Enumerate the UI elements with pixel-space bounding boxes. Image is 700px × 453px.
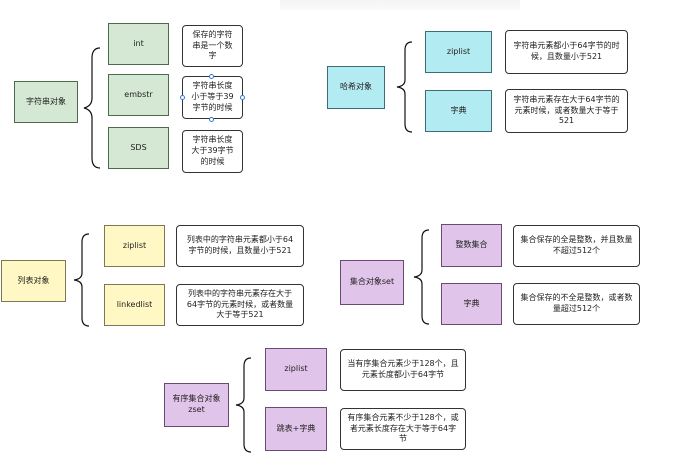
encoding-label: ziplist bbox=[284, 364, 308, 374]
string-int-condition[interactable]: 保存的字符串是一个数字 bbox=[182, 25, 243, 67]
zset-object-node[interactable]: 有序集合对象zset bbox=[164, 383, 229, 427]
hash-encoding-ziplist[interactable]: ziplist bbox=[425, 31, 492, 73]
canvas-top-strip bbox=[280, 0, 520, 10]
string-encoding-embstr[interactable]: embstr bbox=[108, 74, 169, 116]
encoding-label: linkedlist bbox=[116, 299, 153, 309]
string-embstr-condition[interactable]: 字符串长度小于等于39字节的时候 bbox=[182, 76, 243, 119]
encoding-label: 跳表+字典 bbox=[276, 423, 316, 433]
string-object-node[interactable]: 字符串对象 bbox=[14, 81, 78, 123]
encoding-label: 字典 bbox=[450, 105, 467, 115]
zset-ziplist-condition[interactable]: 当有序集合元素少于128个，且元素长度都小于64字节 bbox=[340, 349, 466, 391]
condition-text: 字符串元素存在大于64字节的元素时候，或者数量大于等于521 bbox=[513, 94, 620, 126]
string-object-title: 字符串对象 bbox=[26, 96, 66, 106]
hash-object-node[interactable]: 哈希对象 bbox=[327, 66, 385, 109]
string-encoding-sds[interactable]: SDS bbox=[108, 127, 169, 169]
set-object-brace bbox=[413, 229, 430, 325]
list-object-brace bbox=[73, 233, 90, 327]
encoding-label: 字典 bbox=[463, 298, 480, 308]
string-object-brace bbox=[83, 47, 101, 169]
condition-text: 集合保存的不全是整数，或者数量超过512个 bbox=[520, 293, 633, 313]
condition-text: 列表中的字符串元素都小于64字节的时候，且数量小于521 bbox=[186, 235, 294, 255]
encoding-label: embstr bbox=[124, 89, 153, 99]
condition-text: 集合保存的全是整数，并且数量不超过512个 bbox=[520, 235, 633, 255]
hash-dict-condition[interactable]: 字符串元素存在大于64字节的元素时候，或者数量大于等于521 bbox=[505, 89, 628, 133]
condition-text: 字符串长度大于39字节的时候 bbox=[191, 135, 234, 166]
encoding-label: ziplist bbox=[446, 46, 471, 56]
condition-text: 字符串元素都小于64字节的时候，且数量小于521 bbox=[513, 41, 620, 61]
condition-text: 列表中的字符串元素存在大于64字节的元素时候，或者数量大于等于521 bbox=[186, 288, 294, 320]
zset-object-brace bbox=[235, 357, 252, 453]
encoding-label: 整数集合 bbox=[455, 240, 488, 250]
set-encoding-intset[interactable]: 整数集合 bbox=[441, 224, 502, 267]
encoding-label: int bbox=[133, 38, 144, 48]
selection-handle[interactable] bbox=[209, 74, 214, 79]
list-object-node[interactable]: 列表对象 bbox=[1, 260, 66, 302]
set-object-node[interactable]: 集合对象set bbox=[340, 260, 404, 305]
condition-text: 当有序集合元素少于128个，且元素长度都小于64字节 bbox=[347, 359, 459, 379]
zset-encoding-skiplist-dict[interactable]: 跳表+字典 bbox=[265, 407, 327, 451]
zset-encoding-ziplist[interactable]: ziplist bbox=[265, 348, 327, 391]
condition-text: 有序集合元素不少于128个，或者元素长度存在大于等于64字节 bbox=[347, 412, 459, 444]
list-encoding-ziplist[interactable]: ziplist bbox=[104, 225, 165, 267]
condition-text: 字符串长度小于等于39字节的时候 bbox=[191, 81, 234, 112]
encoding-label: ziplist bbox=[122, 240, 147, 250]
list-linkedlist-condition[interactable]: 列表中的字符串元素存在大于64字节的元素时候，或者数量大于等于521 bbox=[176, 284, 304, 326]
set-encoding-dict[interactable]: 字典 bbox=[441, 283, 502, 325]
string-encoding-int[interactable]: int bbox=[108, 23, 169, 65]
string-sds-condition[interactable]: 字符串长度大于39字节的时候 bbox=[182, 130, 243, 173]
list-object-title: 列表对象 bbox=[17, 275, 50, 285]
hash-object-brace bbox=[396, 41, 413, 133]
condition-text: 保存的字符串是一个数字 bbox=[192, 29, 233, 61]
list-ziplist-condition[interactable]: 列表中的字符串元素都小于64字节的时候，且数量小于521 bbox=[176, 225, 304, 267]
set-dict-condition[interactable]: 集合保存的不全是整数，或者数量超过512个 bbox=[513, 283, 640, 325]
list-encoding-linkedlist[interactable]: linkedlist bbox=[104, 284, 165, 326]
hash-encoding-dict[interactable]: 字典 bbox=[425, 90, 492, 132]
hash-object-title: 哈希对象 bbox=[340, 82, 372, 92]
set-intset-condition[interactable]: 集合保存的全是整数，并且数量不超过512个 bbox=[513, 225, 640, 267]
zset-skiplist-condition[interactable]: 有序集合元素不少于128个，或者元素长度存在大于等于64字节 bbox=[340, 408, 466, 450]
zset-object-title: 有序集合对象zset bbox=[172, 394, 221, 414]
encoding-label: SDS bbox=[130, 142, 147, 152]
selection-handle[interactable] bbox=[180, 95, 185, 100]
hash-ziplist-condition[interactable]: 字符串元素都小于64字节的时候，且数量小于521 bbox=[505, 30, 628, 74]
set-object-title: 集合对象set bbox=[349, 277, 395, 287]
selection-handle[interactable] bbox=[209, 117, 214, 122]
selection-handle[interactable] bbox=[240, 95, 245, 100]
